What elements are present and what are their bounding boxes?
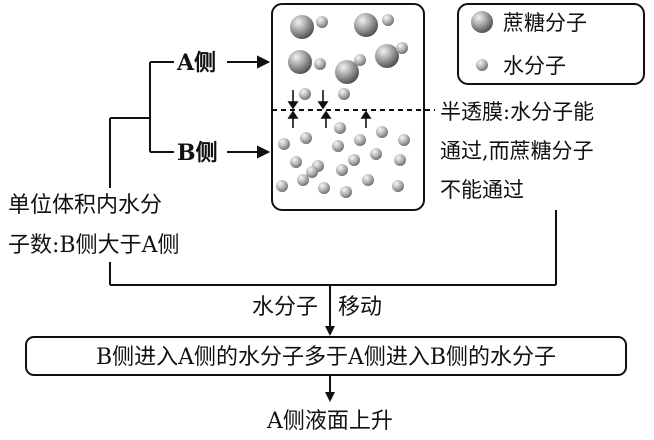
water-molecule [396,42,408,54]
membrane-arrows [287,90,372,128]
result-text: A侧液面上升 [266,409,393,434]
legend-sucrose-label: 蔗糖分子 [503,11,587,35]
container-box [271,3,425,211]
water-molecule [306,166,318,178]
molecules-group [276,13,410,198]
water-molecule [370,148,382,160]
legend-box [457,3,645,85]
water-molecule [354,134,366,146]
arrow-up-3 [360,110,372,128]
sucrose-molecule [288,50,312,74]
water-molecule [300,132,312,144]
flow-label-part2: 移动 [338,295,382,320]
sucrose-molecule [375,44,399,68]
arrow-up-2 [320,110,332,128]
flow-connector [109,210,557,330]
arrow-down-2 [317,90,329,110]
conclusion-box [25,336,627,376]
water-molecule [332,140,344,152]
legend-water-label: 水分子 [503,54,566,78]
conclusion-text: B侧进入A侧的水分子多于A侧进入B侧的水分子 [96,345,556,370]
water-molecule [382,14,394,26]
density-text-line1: 单位体积内水分 [8,193,162,218]
water-molecule [340,186,352,198]
water-molecule [348,154,360,166]
side-a-label: A侧 [176,50,216,76]
sucrose-molecule [354,13,378,37]
sucrose-molecule [335,60,359,84]
water-molecule [392,180,404,192]
side-b-label: B侧 [177,140,218,166]
water-molecule [362,174,374,186]
water-molecule [334,122,346,134]
water-molecule [338,88,350,100]
water-molecule [290,156,302,168]
water-molecule [336,164,348,176]
density-text-line2: 子数:B侧大于A侧 [8,233,179,258]
water-molecule [398,134,410,146]
water-molecule [394,154,406,166]
legend-water-icon [476,59,488,71]
water-molecule [314,58,326,70]
side-bracket [109,61,174,188]
water-molecule [276,180,288,192]
water-molecule [278,138,290,150]
legend-sucrose-icon [471,11,493,33]
flow-label-part1: 水分子 [252,295,318,320]
membrane-text-line2: 通过,而蔗糖分子 [440,139,594,163]
arrow-up-1 [287,110,299,128]
arrow-down-1 [287,90,299,110]
water-molecule [297,174,309,186]
water-molecule [354,54,366,66]
membrane-text-line3: 不能通过 [440,178,524,202]
water-molecule [376,126,388,138]
water-molecule [299,88,311,100]
flow-arrowhead [325,326,335,336]
sucrose-molecule [290,15,314,39]
side-arrows [227,55,271,159]
water-molecule [316,16,328,28]
result-arrowhead [325,392,335,402]
membrane-text-line1: 半透膜:水分子能 [440,100,594,124]
water-molecule [318,182,330,194]
